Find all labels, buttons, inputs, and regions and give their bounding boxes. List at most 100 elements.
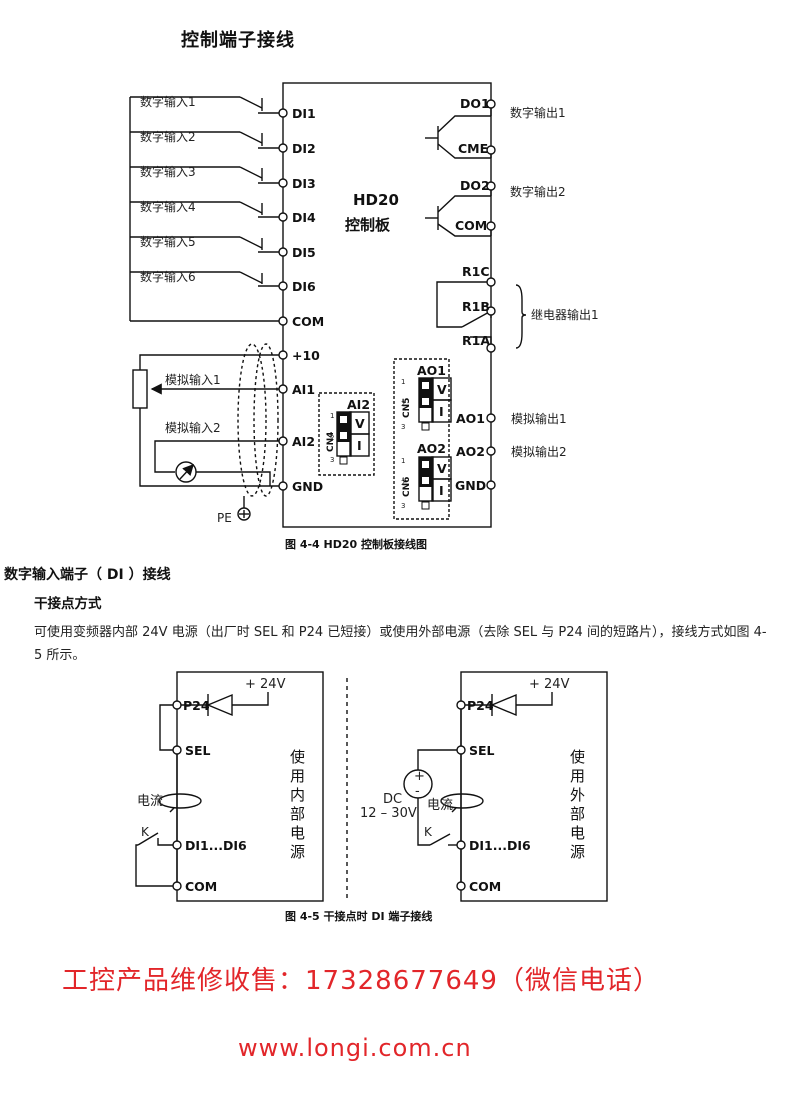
- ao2-switch-i: I: [439, 483, 444, 498]
- analog-output-2-label: 模拟输出2: [511, 444, 567, 459]
- board-subtitle: 控制板: [345, 216, 391, 234]
- term-ai1: AI1: [292, 382, 315, 397]
- ao2-switch-v: V: [437, 461, 447, 476]
- analog-input-2-label: 模拟输入2: [165, 420, 221, 435]
- term-r1c: R1C: [462, 264, 490, 279]
- board-title: HD20: [353, 191, 399, 209]
- term-di5: DI5: [292, 245, 316, 260]
- term-di6: DI6: [292, 279, 316, 294]
- left-k: K: [141, 825, 150, 839]
- right-current: 电流: [427, 798, 453, 813]
- fig1-labels: 数字输入1 数字输入2 数字输入3 数字输入4 数字输入5 数字输入6 DI1 …: [140, 94, 599, 551]
- left-di: DI1...DI6: [185, 838, 247, 853]
- dc-range: 12 – 30V: [360, 806, 417, 821]
- website-link[interactable]: www.longi.com.cn: [238, 1034, 472, 1062]
- figure-4-5: [135, 671, 608, 902]
- analog-input-wires: [132, 343, 283, 521]
- term-cme: CME: [458, 141, 488, 156]
- left-side-char: 源: [290, 843, 305, 861]
- left-plus24: + 24V: [245, 677, 286, 692]
- ao-switch-box: [393, 358, 450, 520]
- term-plus10: +10: [292, 348, 320, 363]
- right-side-char: 外: [570, 786, 585, 804]
- right-plus24: + 24V: [529, 677, 570, 692]
- term-di3: DI3: [292, 176, 316, 191]
- digital-output-1-label: 数字输出1: [510, 105, 566, 120]
- di-label-6: 数字输入6: [140, 269, 196, 284]
- pin-2: 2: [330, 434, 334, 442]
- pin-3: 3: [401, 502, 405, 510]
- digital-output-2-label: 数字输出2: [510, 184, 566, 199]
- right-side-char: 用: [570, 767, 585, 785]
- relay-output-label: 继电器输出1: [531, 307, 599, 322]
- ao1-switch-cn: CN5: [402, 398, 412, 418]
- term-ai2: AI2: [292, 434, 315, 449]
- pe-label: PE: [217, 511, 232, 525]
- left-side-char: 内: [290, 786, 305, 804]
- right-side-char: 电: [570, 824, 585, 842]
- term-r1b: R1B: [462, 299, 490, 314]
- fig2-dots: [172, 700, 466, 891]
- term-ao1: AO1: [456, 411, 485, 426]
- left-p24: P24: [183, 698, 210, 713]
- body-paragraph: 可使用变频器内部 24V 电源（出厂时 SEL 和 P24 已短接）或使用外部电…: [34, 625, 767, 663]
- left-side-char: 使: [290, 748, 305, 766]
- left-com: COM: [185, 879, 217, 894]
- right-com: COM: [469, 879, 501, 894]
- di-label-3: 数字输入3: [140, 164, 196, 179]
- pin-2: 2: [401, 400, 405, 408]
- ai2-switch-box: [318, 392, 375, 476]
- left-current: 电流: [137, 794, 163, 809]
- term-com: COM: [292, 314, 324, 329]
- do-transistors: [425, 104, 492, 237]
- ao2-switch-cn: CN6: [402, 477, 412, 497]
- right-side-char: 部: [570, 805, 585, 823]
- right-k: K: [424, 825, 433, 839]
- term-di4: DI4: [292, 210, 316, 225]
- di-label-2: 数字输入2: [140, 129, 196, 144]
- pin-2: 2: [401, 479, 405, 487]
- di-label-1: 数字输入1: [140, 94, 196, 109]
- ai2-switch-i: I: [357, 438, 362, 453]
- control-board-outline: [282, 82, 492, 528]
- left-sel: SEL: [185, 743, 211, 758]
- term-do1: DO1: [460, 96, 490, 111]
- section-title: 数字输入端子（ DI ）接线: [4, 567, 171, 583]
- subsection-title: 干接点方式: [34, 596, 102, 612]
- terminal-dots: [278, 99, 496, 491]
- promo-banner: 工控产品维修收售：17328677649（微信电话）: [62, 966, 660, 996]
- pin-1: 1: [401, 457, 405, 465]
- dc-plus: +: [414, 769, 425, 784]
- ao1-switch-i: I: [439, 404, 444, 419]
- right-sel: SEL: [469, 743, 495, 758]
- term-ao2: AO2: [456, 444, 485, 459]
- di-label-5: 数字输入5: [140, 234, 196, 249]
- term-gnd-ao: GND: [455, 478, 486, 493]
- ao1-switch-title: AO1: [417, 363, 446, 378]
- right-side-char: 使: [570, 748, 585, 766]
- dc-minus: -: [415, 784, 420, 799]
- left-side-char: 部: [290, 805, 305, 823]
- pin-1: 1: [401, 378, 405, 386]
- term-di1: DI1: [292, 106, 316, 121]
- di-label-4: 数字输入4: [140, 199, 196, 214]
- ao2-switch-title: AO2: [417, 441, 446, 456]
- term-do2: DO2: [460, 178, 490, 193]
- ai2-switch-title: AI2: [347, 397, 370, 412]
- right-side-char: 源: [570, 843, 585, 861]
- dc-label: DC: [383, 792, 402, 807]
- pin-3: 3: [401, 423, 405, 431]
- term-com-do: COM: [455, 218, 487, 233]
- ao1-switch-v: V: [437, 382, 447, 397]
- ai2-switch-cn: CN4: [326, 432, 336, 452]
- right-p24: P24: [467, 698, 494, 713]
- figure-4-4-caption: 图 4-4 HD20 控制板接线图: [285, 537, 427, 551]
- ai2-switch-v: V: [355, 416, 365, 431]
- term-gnd: GND: [292, 479, 323, 494]
- fig2-labels: P24 + 24V SEL 电流 K DI1...DI6 COM 使 用 内 部…: [137, 677, 585, 923]
- right-di: DI1...DI6: [469, 838, 531, 853]
- pin-3: 3: [330, 456, 334, 464]
- term-r1a: R1A: [462, 333, 490, 348]
- analog-input-1-label: 模拟输入1: [165, 372, 221, 387]
